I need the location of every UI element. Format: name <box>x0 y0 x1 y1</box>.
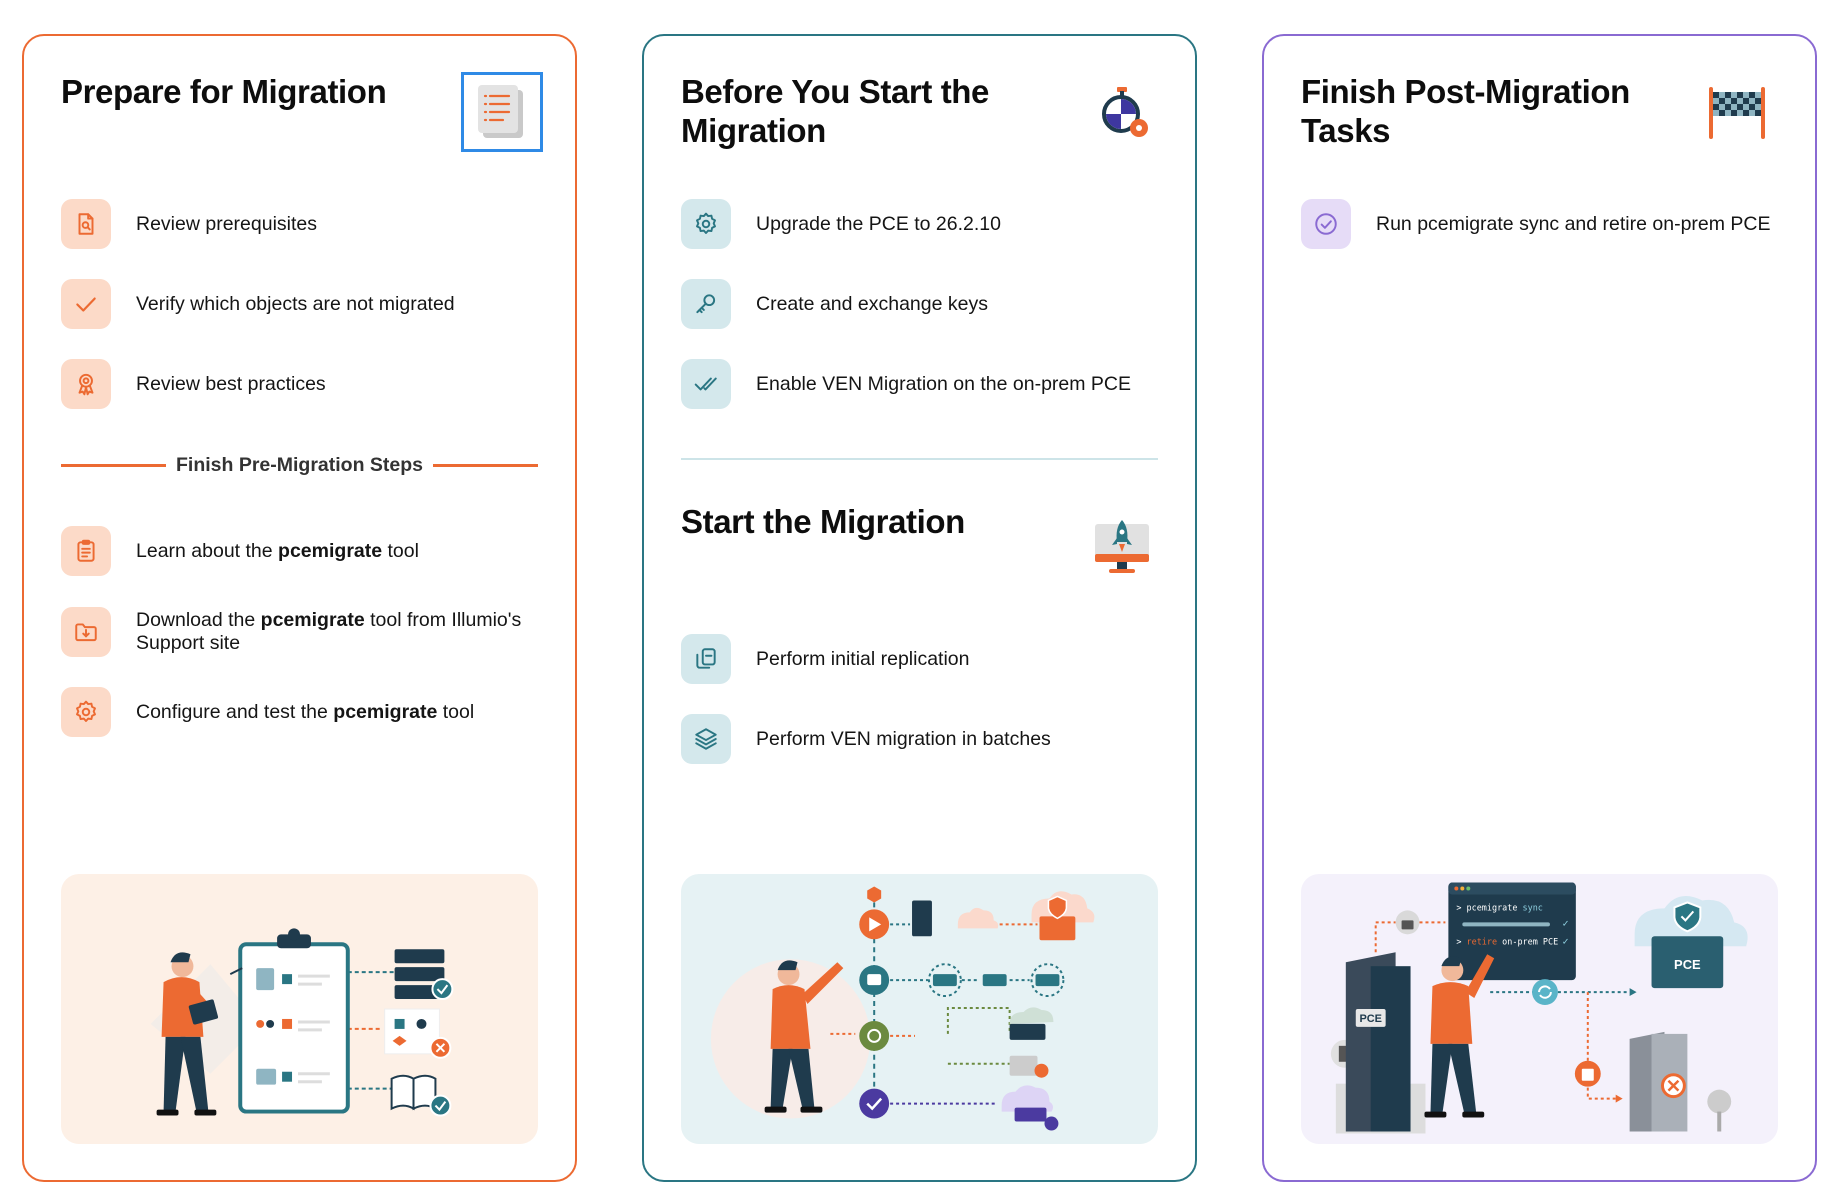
step-sync-retire[interactable]: Run pcemigrate sync and retire on-prem P… <box>1301 198 1785 250</box>
document-search-icon <box>61 199 111 249</box>
step-label: Create and exchange keys <box>756 292 988 315</box>
migration-flow-illustration <box>710 886 1095 1131</box>
step-download-tool[interactable]: Download the pcemigrate tool from Illumi… <box>61 606 545 658</box>
award-icon <box>61 359 111 409</box>
key-icon <box>681 279 731 329</box>
step-create-keys[interactable]: Create and exchange keys <box>681 278 1165 330</box>
svg-text:✓: ✓ <box>1562 919 1570 929</box>
step-label: Perform VEN migration in batches <box>756 727 1051 750</box>
step-initial-replication[interactable]: Perform initial replication <box>681 633 1165 685</box>
check-icon <box>61 279 111 329</box>
checkered-flag-icon <box>1709 87 1765 139</box>
step-ven-batches[interactable]: Perform VEN migration in batches <box>681 713 1165 765</box>
card-title: Before You Start the Migration <box>681 73 989 149</box>
step-review-prerequisites[interactable]: Review prerequisites <box>61 198 545 250</box>
card-title: Prepare for Migration <box>61 73 387 110</box>
post-migration-illustration: PCE > pcemigrate sync ✓ > retire on-prem… <box>1301 874 1778 1144</box>
step-upgrade-pce[interactable]: Upgrade the PCE to 26.2.10 <box>681 198 1165 250</box>
step-label: Perform initial replication <box>756 647 970 670</box>
folder-download-icon <box>61 607 111 657</box>
step-label: Run pcemigrate sync and retire on-prem P… <box>1376 212 1771 235</box>
before-start-card: Before You Start the Migration Upgrade t… <box>642 34 1197 1182</box>
divider-label: Finish Pre-Migration Steps <box>175 454 424 476</box>
step-enable-ven-migration[interactable]: Enable VEN Migration on the on-prem PCE <box>681 358 1165 410</box>
step-label: Enable VEN Migration on the on-prem PCE <box>756 372 1132 395</box>
terminal-line-2: > retire on-prem PCE <box>1456 936 1558 946</box>
section-divider <box>681 458 1158 460</box>
step-best-practices[interactable]: Review best practices <box>61 358 545 410</box>
prepare-card: Prepare for Migration Review prerequisit… <box>22 34 577 1182</box>
server-label: PCE <box>1359 1013 1382 1025</box>
step-label: Upgrade the PCE to 26.2.10 <box>756 212 1001 235</box>
gear-icon <box>61 687 111 737</box>
card-title: Finish Post-Migration Tasks <box>1301 73 1630 149</box>
retire-pce-illustration: PCE > pcemigrate sync ✓ > retire on-prem… <box>1330 882 1748 1134</box>
step-label: Review best practices <box>136 372 326 395</box>
stopwatch-gear-icon <box>1102 87 1148 137</box>
selection-highlight <box>461 72 543 152</box>
step-verify-objects[interactable]: Verify which objects are not migrated <box>61 278 545 330</box>
section-title: Start the Migration <box>681 503 965 540</box>
prepare-illustration <box>61 874 538 1144</box>
layers-icon <box>681 714 731 764</box>
double-check-icon <box>681 359 731 409</box>
document-list-icon[interactable] <box>473 82 531 142</box>
step-label: Learn about the pcemigrate tool <box>136 539 419 562</box>
check-circle-icon <box>1301 199 1351 249</box>
rocket-monitor-icon <box>1095 520 1149 573</box>
cloud-label: PCE <box>1674 957 1701 972</box>
migration-illustration <box>681 874 1158 1144</box>
svg-text:✓: ✓ <box>1562 937 1570 947</box>
step-label: Download the pcemigrate tool from Illumi… <box>136 609 522 654</box>
copy-icon <box>681 634 731 684</box>
terminal-line-1: > pcemigrate sync <box>1456 902 1543 912</box>
gear-icon <box>681 199 731 249</box>
pre-migration-divider: Finish Pre-Migration Steps <box>61 454 538 476</box>
step-configure-tool[interactable]: Configure and test the pcemigrate tool <box>61 686 545 738</box>
clipboard-icon <box>61 526 111 576</box>
post-migration-card: Finish Post-Migration Tasks Run pcemigra… <box>1262 34 1817 1182</box>
step-label: Configure and test the pcemigrate tool <box>136 700 475 723</box>
checklist-person-illustration <box>150 928 454 1117</box>
step-label: Review prerequisites <box>136 212 317 235</box>
step-label: Verify which objects are not migrated <box>136 292 455 315</box>
step-learn-tool[interactable]: Learn about the pcemigrate tool <box>61 525 545 577</box>
